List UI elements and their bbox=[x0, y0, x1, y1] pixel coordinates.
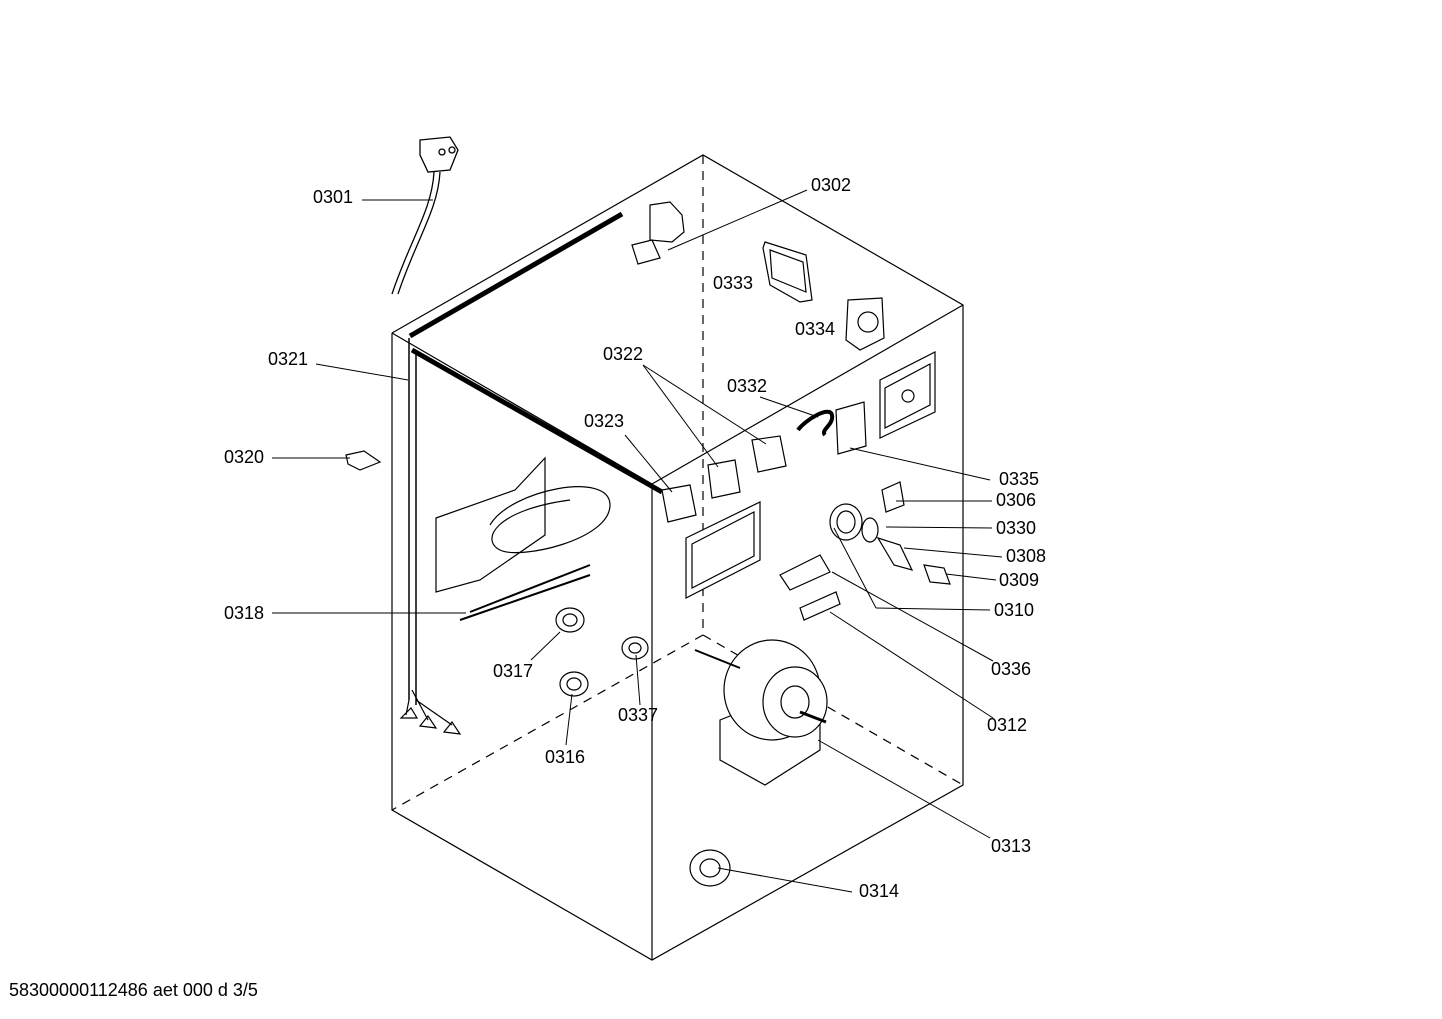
part-label-0336: 0336 bbox=[991, 659, 1031, 679]
part-label-0308: 0308 bbox=[1006, 546, 1046, 566]
part-label-0316: 0316 bbox=[545, 747, 585, 767]
part-label-0301: 0301 bbox=[313, 187, 353, 207]
callout-labels: 0301 0302 0333 0334 0321 0322 0332 0323 … bbox=[224, 175, 1046, 901]
power-cord bbox=[391, 136, 459, 295]
part-label-0309: 0309 bbox=[999, 570, 1039, 590]
part-label-0330: 0330 bbox=[996, 518, 1036, 538]
part-label-0323: 0323 bbox=[584, 411, 624, 431]
part-label-0302: 0302 bbox=[811, 175, 851, 195]
part-label-0312: 0312 bbox=[987, 715, 1027, 735]
part-label-0320: 0320 bbox=[224, 447, 264, 467]
part-label-0306: 0306 bbox=[996, 490, 1036, 510]
part-label-0313: 0313 bbox=[991, 836, 1031, 856]
part-label-0314: 0314 bbox=[859, 881, 899, 901]
component-drawings bbox=[345, 201, 951, 887]
part-label-0321: 0321 bbox=[268, 349, 308, 369]
part-label-0317: 0317 bbox=[493, 661, 533, 681]
part-label-0322: 0322 bbox=[603, 344, 643, 364]
part-label-0337: 0337 bbox=[618, 705, 658, 725]
part-label-0310: 0310 bbox=[994, 600, 1034, 620]
document-id-footer: 58300000112486 aet 000 d 3/5 bbox=[9, 980, 258, 1000]
part-label-0332: 0332 bbox=[727, 376, 767, 396]
leader-lines bbox=[272, 189, 1003, 893]
part-label-0318: 0318 bbox=[224, 603, 264, 623]
harness-strip bbox=[399, 211, 664, 735]
part-label-0335: 0335 bbox=[999, 469, 1039, 489]
part-label-0334: 0334 bbox=[795, 319, 835, 339]
part-label-0333: 0333 bbox=[713, 273, 753, 293]
